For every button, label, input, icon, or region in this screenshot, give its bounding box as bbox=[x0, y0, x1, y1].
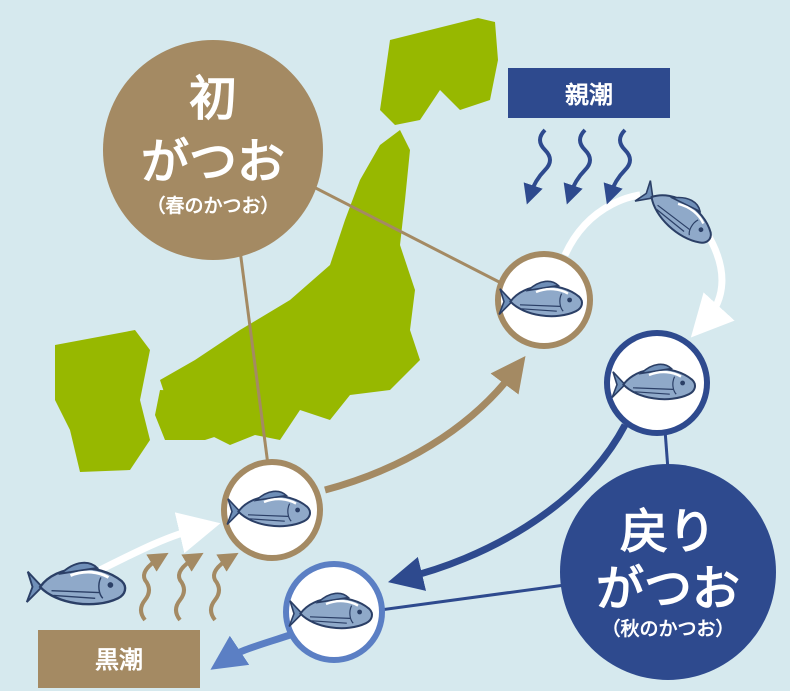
fish-circle-tohoku bbox=[495, 251, 593, 349]
oyashio-text: 親潮 bbox=[565, 80, 613, 109]
oyashio-current-waves bbox=[523, 128, 632, 205]
arrow-return bbox=[387, 423, 629, 591]
hatsu-gatsuo-badge: 初 がつお （春のかつお） bbox=[103, 40, 323, 260]
arrow-oyashio-loop bbox=[561, 191, 641, 257]
connector-line bbox=[238, 249, 270, 466]
fish-icon bbox=[632, 172, 724, 252]
shikoku bbox=[155, 390, 240, 440]
hokkaido bbox=[380, 18, 498, 125]
oyashio-label: 親潮 bbox=[508, 68, 670, 118]
modori-title2: がつお bbox=[596, 561, 740, 617]
connector-line bbox=[379, 583, 566, 612]
modori-gatsuo-badge: 戻り がつお （秋のかつお） bbox=[560, 464, 776, 680]
connector-line bbox=[663, 429, 670, 471]
kuroshio-text: 黒潮 bbox=[95, 645, 143, 674]
connector-line bbox=[299, 178, 506, 287]
arrow-exit bbox=[210, 631, 292, 670]
arrow-kuroshio-in bbox=[98, 512, 221, 574]
kuroshio-current-waves bbox=[139, 552, 239, 622]
fish-icon bbox=[25, 561, 127, 606]
arrow-north bbox=[324, 356, 526, 494]
hatsu-title2: がつお bbox=[141, 134, 285, 190]
modori-subtitle: （秋のかつお） bbox=[601, 617, 734, 640]
arrow-south bbox=[690, 228, 735, 338]
fish-circle-kyushu bbox=[221, 459, 323, 561]
fish-circle-south-return bbox=[283, 561, 385, 663]
kyushu bbox=[55, 330, 150, 472]
hatsu-title1: 初 bbox=[189, 71, 237, 127]
kuroshio-label: 黒潮 bbox=[38, 630, 200, 688]
hatsu-subtitle: （春のかつお） bbox=[146, 194, 279, 217]
modori-title1: 戻り bbox=[620, 504, 716, 560]
fish-circle-north-return bbox=[604, 330, 710, 436]
